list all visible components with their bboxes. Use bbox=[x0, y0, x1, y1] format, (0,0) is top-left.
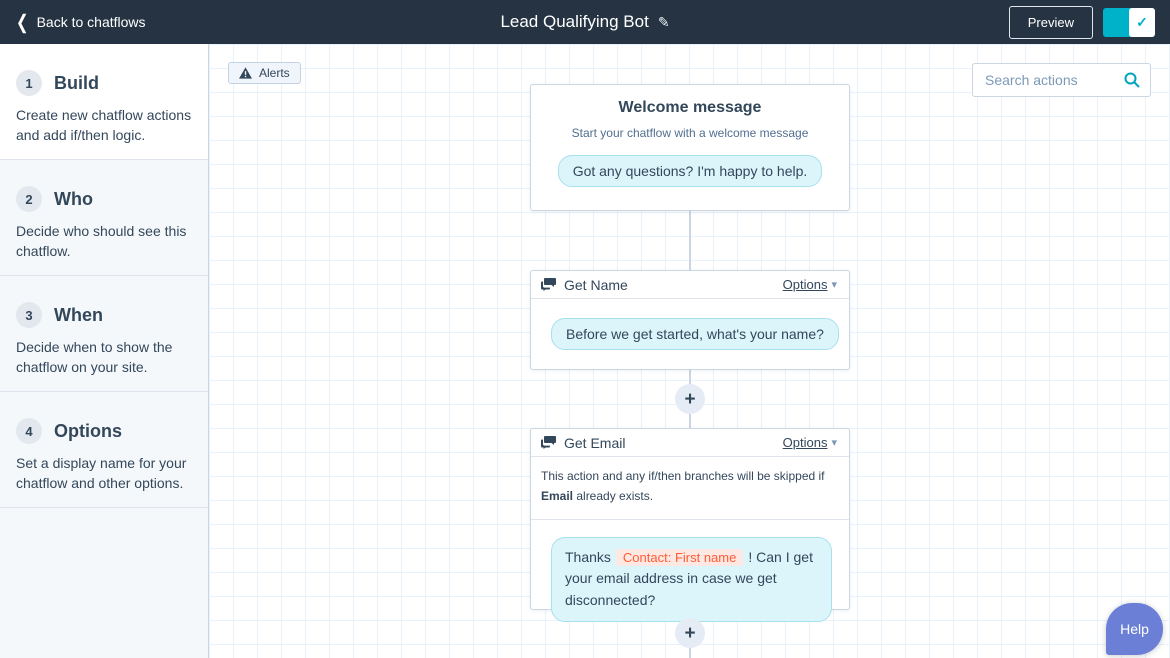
chevron-down-icon[interactable]: ▾ bbox=[831, 279, 837, 291]
preview-button[interactable]: Preview bbox=[1008, 5, 1093, 39]
bot-name: Lead Qualifying Bot bbox=[500, 12, 649, 31]
add-action-button[interactable]: + bbox=[675, 618, 705, 648]
get-name-message-bubble[interactable]: Before we get started, what's your name? bbox=[551, 318, 839, 350]
get-email-title: Get Email bbox=[564, 434, 626, 451]
step-number-badge: 3 bbox=[16, 302, 42, 328]
personalization-token[interactable]: Contact: First name bbox=[615, 548, 744, 566]
note-prefix: This action and any if/then branches wil… bbox=[541, 469, 825, 483]
note-suffix: already exists. bbox=[573, 488, 654, 503]
get-name-card: Get Name Options ▾ Before we get started… bbox=[530, 270, 850, 370]
edit-pencil-icon[interactable]: ✎ bbox=[657, 13, 670, 30]
help-label: Help bbox=[1120, 621, 1149, 637]
get-name-title: Get Name bbox=[564, 276, 628, 293]
alerts-label: Alerts bbox=[259, 66, 290, 80]
skip-condition-note: This action and any if/then branches wil… bbox=[531, 457, 849, 520]
welcome-message-bubble[interactable]: Got any questions? I'm happy to help. bbox=[557, 155, 823, 187]
step-description: Decide when to show the chatflow on your… bbox=[16, 339, 173, 375]
chat-bubbles-icon bbox=[541, 436, 556, 449]
get-email-card: Get Email Options ▾ This action and any … bbox=[530, 428, 850, 622]
chatflow-enabled-toggle[interactable]: ✓ bbox=[1103, 7, 1155, 37]
step-title: Who bbox=[54, 188, 93, 209]
plus-icon: + bbox=[684, 388, 696, 410]
topbar-actions: Preview ✓ bbox=[1008, 0, 1155, 44]
step-number-badge: 4 bbox=[16, 418, 42, 444]
step-head: 3 When bbox=[16, 302, 192, 328]
step-title: Build bbox=[54, 72, 99, 93]
plus-icon: + bbox=[684, 622, 696, 644]
sidebar-step-who[interactable]: 2 Who Decide who should see this chatflo… bbox=[0, 160, 208, 276]
step-number-badge: 2 bbox=[16, 186, 42, 212]
welcome-message-card: Welcome message Start your chatflow with… bbox=[530, 84, 850, 211]
step-head: 2 Who bbox=[16, 186, 192, 212]
step-description: Create new chatflow actions and add if/t… bbox=[16, 107, 192, 143]
message-suffix: ! Can I get your email address in case w… bbox=[565, 548, 813, 608]
welcome-card-title: Welcome message bbox=[618, 99, 762, 116]
flow-canvas[interactable]: Alerts Welcome message Start your chatfl… bbox=[209, 44, 1170, 658]
get-name-options-dropdown[interactable]: Options bbox=[782, 277, 828, 292]
get-name-card-header: Get Name Options ▾ bbox=[531, 271, 849, 299]
get-email-options-dropdown[interactable]: Options bbox=[782, 435, 828, 450]
sidebar: 1 Build Create new chatflow actions and … bbox=[0, 44, 209, 658]
top-bar: ❮ Back to chatflows Lead Qualifying Bot … bbox=[0, 0, 1170, 44]
chevron-down-icon[interactable]: ▾ bbox=[831, 437, 837, 449]
message-prefix: Thanks bbox=[565, 548, 611, 565]
search-actions-box bbox=[972, 63, 1151, 97]
search-actions-input[interactable] bbox=[985, 72, 1124, 88]
welcome-card-subtitle: Start your chatflow with a welcome messa… bbox=[571, 126, 809, 140]
toggle-thumb: ✓ bbox=[1129, 7, 1155, 37]
warning-triangle-icon bbox=[239, 67, 252, 79]
alerts-button[interactable]: Alerts bbox=[228, 62, 301, 84]
chevron-left-icon: ❮ bbox=[16, 10, 29, 34]
chat-bubbles-icon bbox=[541, 278, 556, 291]
back-to-chatflows-link[interactable]: ❮ Back to chatflows bbox=[16, 10, 146, 34]
sidebar-step-build[interactable]: 1 Build Create new chatflow actions and … bbox=[0, 44, 208, 160]
add-action-button[interactable]: + bbox=[675, 384, 705, 414]
back-label: Back to chatflows bbox=[36, 14, 146, 30]
check-icon: ✓ bbox=[1136, 13, 1148, 30]
main-layout: 1 Build Create new chatflow actions and … bbox=[0, 44, 1170, 658]
connector-line bbox=[689, 211, 691, 271]
note-bold-property: Email bbox=[541, 488, 574, 503]
help-button[interactable]: Help bbox=[1106, 603, 1163, 655]
get-email-card-header: Get Email Options ▾ bbox=[531, 429, 849, 457]
search-icon bbox=[1124, 72, 1140, 88]
step-head: 4 Options bbox=[16, 418, 192, 444]
step-description: Set a display name for your chatflow and… bbox=[16, 455, 187, 491]
step-title: Options bbox=[54, 420, 122, 441]
page-title: Lead Qualifying Bot ✎ bbox=[500, 12, 669, 32]
step-head: 1 Build bbox=[16, 70, 192, 96]
step-title: When bbox=[54, 304, 103, 325]
sidebar-step-when[interactable]: 3 When Decide when to show the chatflow … bbox=[0, 276, 208, 392]
step-number-badge: 1 bbox=[16, 70, 42, 96]
step-description: Decide who should see this chatflow. bbox=[16, 223, 187, 259]
sidebar-step-options[interactable]: 4 Options Set a display name for your ch… bbox=[0, 392, 208, 508]
